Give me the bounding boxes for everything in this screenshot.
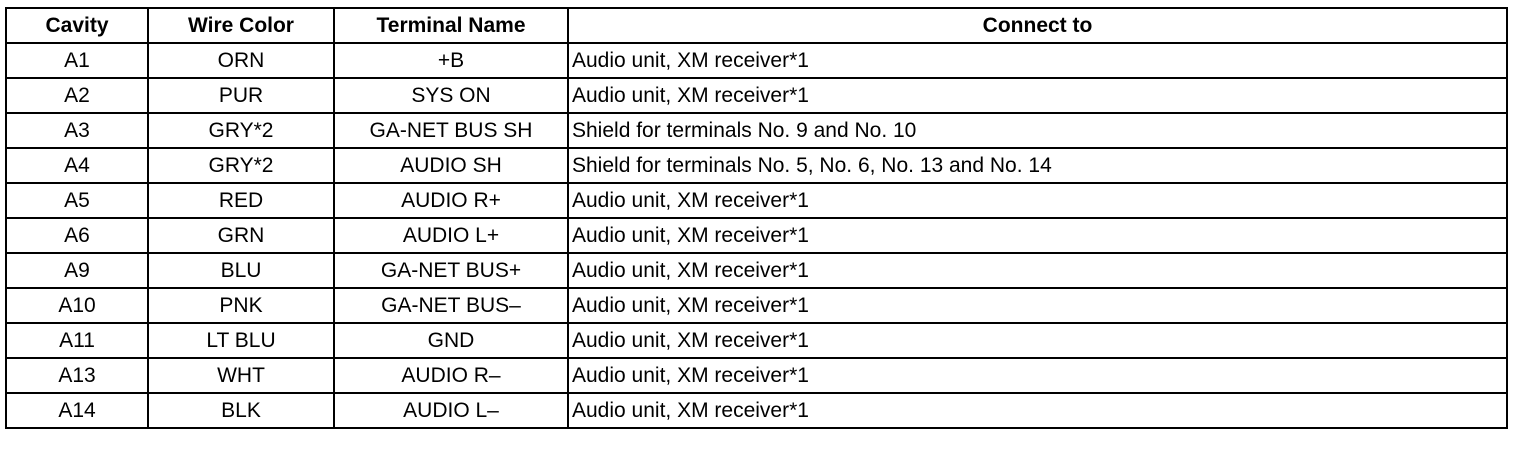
wire-color-cell: LT BLU	[147, 322, 335, 359]
wire-color-cell: GRN	[147, 217, 335, 254]
terminal-name-cell: AUDIO SH	[333, 147, 569, 184]
terminal-name-cell: AUDIO L+	[333, 217, 569, 254]
cavity-cell: A4	[5, 147, 149, 184]
table-row: A9 BLU GA-NET BUS+ Audio unit, XM receiv…	[5, 252, 1508, 289]
table-row: A14 BLK AUDIO L– Audio unit, XM receiver…	[5, 392, 1508, 429]
connect-to-cell: Audio unit, XM receiver*1	[567, 357, 1508, 394]
terminal-name-cell: GND	[333, 322, 569, 359]
header-cavity: Cavity	[5, 7, 149, 44]
header-connect-to: Connect to	[567, 7, 1508, 44]
wire-color-cell: GRY*2	[147, 112, 335, 149]
cavity-cell: A13	[5, 357, 149, 394]
terminal-name-cell: GA-NET BUS+	[333, 252, 569, 289]
connector-pinout-table: Cavity Wire Color Terminal Name Connect …	[5, 7, 1508, 429]
terminal-name-cell: SYS ON	[333, 77, 569, 114]
terminal-name-cell: AUDIO R–	[333, 357, 569, 394]
header-wire-color: Wire Color	[147, 7, 335, 44]
table-row: A4 GRY*2 AUDIO SH Shield for terminals N…	[5, 147, 1508, 184]
table-row: A10 PNK GA-NET BUS– Audio unit, XM recei…	[5, 287, 1508, 324]
connect-to-cell: Audio unit, XM receiver*1	[567, 322, 1508, 359]
wire-color-cell: RED	[147, 182, 335, 219]
cavity-cell: A3	[5, 112, 149, 149]
connect-to-cell: Audio unit, XM receiver*1	[567, 252, 1508, 289]
cavity-cell: A11	[5, 322, 149, 359]
connect-to-cell: Audio unit, XM receiver*1	[567, 42, 1508, 79]
wire-color-cell: WHT	[147, 357, 335, 394]
cavity-cell: A6	[5, 217, 149, 254]
connector-table-container: Cavity Wire Color Terminal Name Connect …	[5, 7, 1508, 429]
terminal-name-cell: AUDIO R+	[333, 182, 569, 219]
wire-color-cell: BLK	[147, 392, 335, 429]
wire-color-cell: BLU	[147, 252, 335, 289]
connect-to-cell: Audio unit, XM receiver*1	[567, 182, 1508, 219]
connect-to-cell: Audio unit, XM receiver*1	[567, 392, 1508, 429]
table-header: Cavity Wire Color Terminal Name Connect …	[5, 7, 1508, 44]
cavity-cell: A10	[5, 287, 149, 324]
connect-to-cell: Shield for terminals No. 5, No. 6, No. 1…	[567, 147, 1508, 184]
connect-to-cell: Audio unit, XM receiver*1	[567, 287, 1508, 324]
table-row: A6 GRN AUDIO L+ Audio unit, XM receiver*…	[5, 217, 1508, 254]
terminal-name-cell: GA-NET BUS SH	[333, 112, 569, 149]
cavity-cell: A9	[5, 252, 149, 289]
table-row: A1 ORN +B Audio unit, XM receiver*1	[5, 42, 1508, 79]
table-body: A1 ORN +B Audio unit, XM receiver*1 A2 P…	[5, 42, 1508, 429]
header-row: Cavity Wire Color Terminal Name Connect …	[5, 7, 1508, 44]
wire-color-cell: PUR	[147, 77, 335, 114]
terminal-name-cell: AUDIO L–	[333, 392, 569, 429]
table-row: A13 WHT AUDIO R– Audio unit, XM receiver…	[5, 357, 1508, 394]
wire-color-cell: ORN	[147, 42, 335, 79]
table-row: A5 RED AUDIO R+ Audio unit, XM receiver*…	[5, 182, 1508, 219]
cavity-cell: A1	[5, 42, 149, 79]
connect-to-cell: Audio unit, XM receiver*1	[567, 77, 1508, 114]
connect-to-cell: Audio unit, XM receiver*1	[567, 217, 1508, 254]
wire-color-cell: PNK	[147, 287, 335, 324]
table-row: A11 LT BLU GND Audio unit, XM receiver*1	[5, 322, 1508, 359]
cavity-cell: A5	[5, 182, 149, 219]
wire-color-cell: GRY*2	[147, 147, 335, 184]
table-row: A3 GRY*2 GA-NET BUS SH Shield for termin…	[5, 112, 1508, 149]
terminal-name-cell: +B	[333, 42, 569, 79]
table-row: A2 PUR SYS ON Audio unit, XM receiver*1	[5, 77, 1508, 114]
terminal-name-cell: GA-NET BUS–	[333, 287, 569, 324]
cavity-cell: A2	[5, 77, 149, 114]
connect-to-cell: Shield for terminals No. 9 and No. 10	[567, 112, 1508, 149]
header-terminal-name: Terminal Name	[333, 7, 569, 44]
cavity-cell: A14	[5, 392, 149, 429]
